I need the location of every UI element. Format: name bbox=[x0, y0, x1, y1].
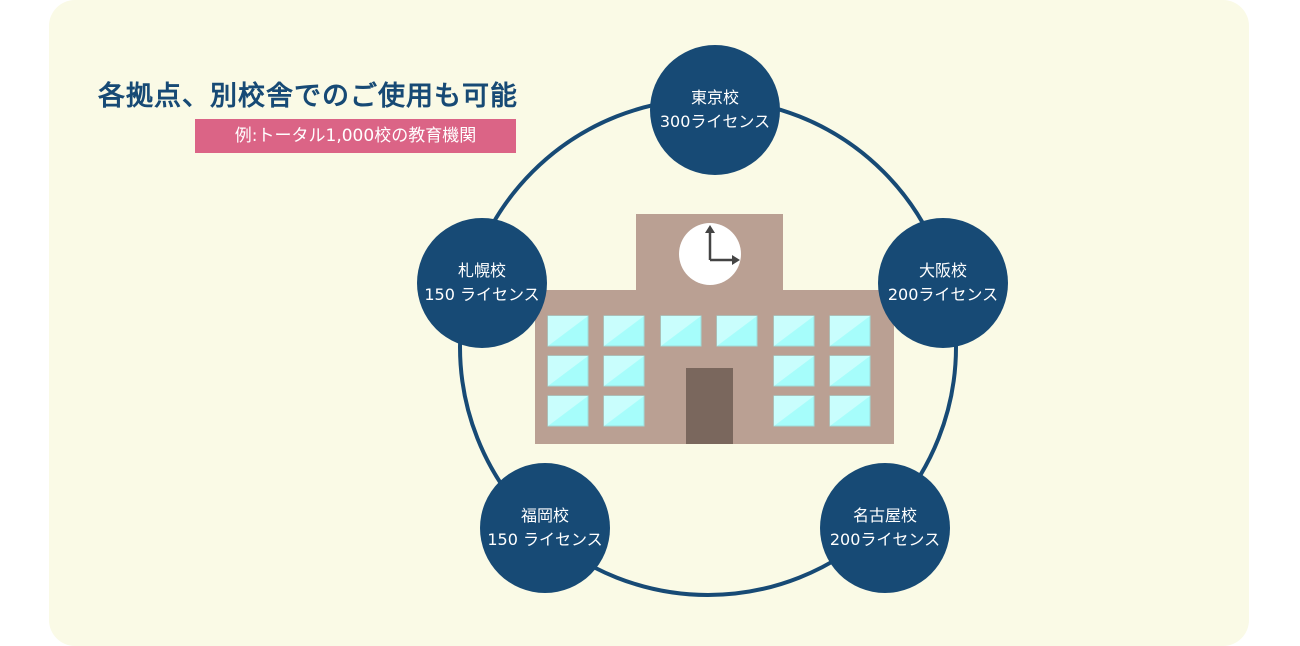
campus-sapporo: 札幌校 150 ライセンス bbox=[417, 218, 547, 348]
example-tag: 例:トータル1,000校の教育機関 bbox=[195, 119, 516, 153]
window bbox=[773, 315, 815, 347]
window bbox=[660, 315, 702, 347]
school-building-icon bbox=[535, 214, 894, 444]
clock-hands bbox=[708, 230, 735, 262]
window bbox=[773, 395, 815, 427]
campus-licenses: 200ライセンス bbox=[829, 530, 941, 549]
campus-name: 名古屋校 bbox=[852, 506, 917, 525]
window bbox=[829, 315, 871, 347]
campus-name: 札幌校 bbox=[457, 261, 506, 280]
door bbox=[686, 368, 733, 444]
campus-fukuoka: 福岡校 150 ライセンス bbox=[480, 463, 610, 593]
window bbox=[603, 395, 645, 427]
campus-name: 大阪校 bbox=[918, 261, 967, 280]
campus-nagoya: 名古屋校 200ライセンス bbox=[820, 463, 950, 593]
window bbox=[603, 355, 645, 387]
campus-osaka: 大阪校 200ライセンス bbox=[878, 218, 1008, 348]
window bbox=[829, 355, 871, 387]
window bbox=[547, 315, 589, 347]
campus-licenses: 150 ライセンス bbox=[424, 285, 540, 304]
window bbox=[773, 355, 815, 387]
window bbox=[547, 355, 589, 387]
window bbox=[829, 395, 871, 427]
campus-tokyo: 東京校 300ライセンス bbox=[650, 45, 780, 175]
campus-licenses: 150 ライセンス bbox=[487, 530, 603, 549]
campus-licenses: 200ライセンス bbox=[887, 285, 999, 304]
windows bbox=[547, 315, 871, 427]
campus-name: 東京校 bbox=[690, 88, 739, 107]
window bbox=[716, 315, 758, 347]
campus-licenses: 300ライセンス bbox=[659, 112, 771, 131]
window bbox=[603, 315, 645, 347]
page-title: 各拠点、別校舎でのご使用も可能 bbox=[98, 81, 518, 112]
campus-name: 福岡校 bbox=[520, 506, 569, 525]
window bbox=[547, 395, 589, 427]
